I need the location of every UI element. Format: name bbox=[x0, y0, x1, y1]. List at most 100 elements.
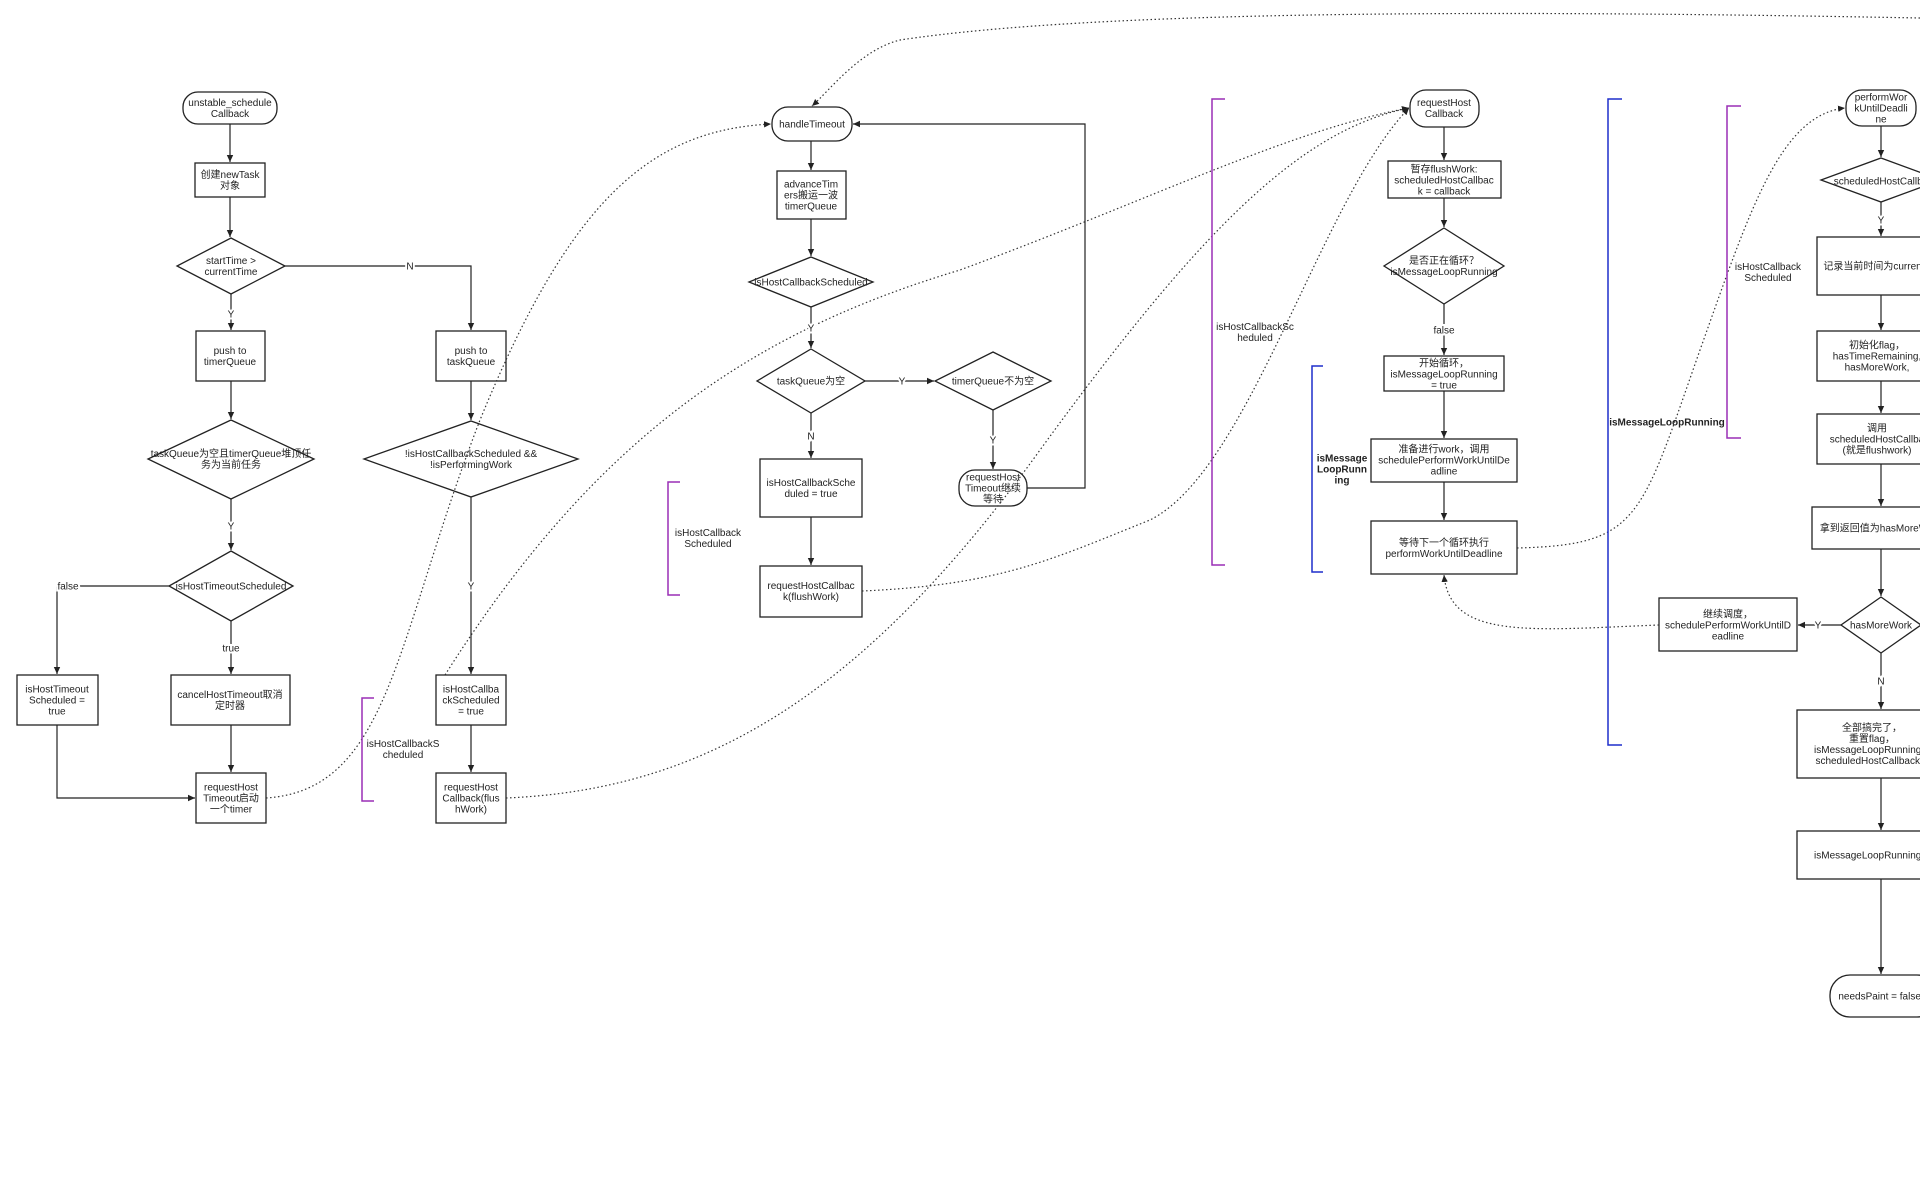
node-timernotempty-label: timerQueue不为空 bbox=[952, 375, 1034, 388]
node-needs-paint-false: needsPaint = false; bbox=[1829, 974, 1920, 1018]
node-hasmorework-label: hasMoreWork bbox=[1850, 621, 1913, 632]
bracket-line bbox=[1607, 98, 1622, 746]
edge-label-false-2: false bbox=[1433, 326, 1455, 337]
node-loop-running-decision: 是否正在循环？isMessageLoopRunning bbox=[1382, 227, 1506, 305]
node-is-host-timeout-scheduled: isHostTimeoutScheduled bbox=[167, 550, 295, 622]
node-initflag-label: 初始化flag，hasTimeRemaining,hasMoreWork, bbox=[1833, 339, 1920, 374]
bracket-line bbox=[1211, 98, 1225, 566]
edge-label-n-2: N bbox=[807, 432, 814, 443]
edge-labels: N Y Y false true Y Y Y N Y false Y Y N bbox=[55, 214, 1886, 690]
node-taskqueue-empty-2: taskQueue为空 bbox=[755, 348, 867, 414]
node-cancel-host-timeout: cancelHostTimeout取消定时器 bbox=[170, 674, 291, 726]
node-timerqueue-not-empty: timerQueue不为空 bbox=[933, 351, 1053, 411]
edge-label-false: false bbox=[57, 582, 79, 593]
node-looprunning-label: 是否正在循环？isMessageLoopRunning bbox=[1390, 254, 1497, 278]
edge-label-n-1: N bbox=[406, 262, 413, 273]
dotted-edges bbox=[265, 12, 1920, 799]
node-all-done-reset: 全部搞完了，重置flag，isMessageLoopRunning =sched… bbox=[1796, 709, 1920, 779]
edge-label-y-4: Y bbox=[808, 324, 815, 335]
node-scheduled-host-callback-decision: scheduledHostCallba bbox=[1819, 157, 1920, 203]
node-has-more-work-decision: hasMoreWork bbox=[1839, 596, 1920, 654]
node-needspaint-label: needsPaint = false; bbox=[1838, 992, 1920, 1003]
node-startcond-label: startTime >currentTime bbox=[205, 256, 258, 278]
node-recordtime-label: 记录当前时间为currentT bbox=[1823, 260, 1920, 273]
node-alldone-label: 全部搞完了，重置flag，isMessageLoopRunning =sched… bbox=[1814, 721, 1920, 767]
node-iscbsched-label: isHostCallbackScheduled bbox=[754, 278, 867, 289]
edge-label-y-6: Y bbox=[990, 436, 997, 447]
edge-label-y-8: Y bbox=[1815, 621, 1822, 632]
node-start-loop: 开始循环，isMessageLoopRunning= true bbox=[1383, 355, 1505, 392]
edge-label-true: true bbox=[222, 644, 240, 655]
bracket-line bbox=[667, 481, 680, 596]
node-loop-running-false: isMessageLoopRunning = bbox=[1796, 830, 1920, 880]
edge-label-y-3: Y bbox=[468, 582, 475, 593]
bracket-line bbox=[1726, 105, 1741, 439]
bracket-line bbox=[361, 697, 374, 802]
node-not-scheduled-decision: !isHostCallbackScheduled &&!isPerforming… bbox=[362, 420, 580, 498]
edge-label-y-1: Y bbox=[228, 310, 235, 321]
node-handletimeout-label: handleTimeout bbox=[779, 120, 845, 131]
edge-label-y-2: Y bbox=[228, 522, 235, 533]
bracket-label: isMessageLoopRunning bbox=[1609, 418, 1725, 429]
node-notscheduled-label: !isHostCallbackScheduled &&!isPerforming… bbox=[405, 449, 538, 471]
node-loopfalse-label: isMessageLoopRunning = bbox=[1814, 851, 1920, 862]
edge-label-n-3: N bbox=[1877, 677, 1884, 688]
node-record-current-time: 记录当前时间为currentT bbox=[1816, 236, 1920, 296]
node-handle-timeout: handleTimeout bbox=[771, 106, 853, 142]
edge-label-y-7: Y bbox=[1878, 216, 1885, 227]
node-is-callback-scheduled-decision: isHostCallbackScheduled bbox=[747, 256, 875, 308]
node-gethasmore-label: 拿到返回值为hasMoreW bbox=[1820, 522, 1920, 535]
edge-label-y-5: Y bbox=[899, 377, 906, 388]
node-canceltimeout-label: cancelHostTimeout取消定时器 bbox=[177, 688, 282, 712]
bracket-line bbox=[1311, 365, 1323, 573]
bracket-message-loop-2: isMessageLoopRunning bbox=[1607, 98, 1725, 746]
node-starttime-decision: startTime >currentTime bbox=[175, 237, 287, 295]
